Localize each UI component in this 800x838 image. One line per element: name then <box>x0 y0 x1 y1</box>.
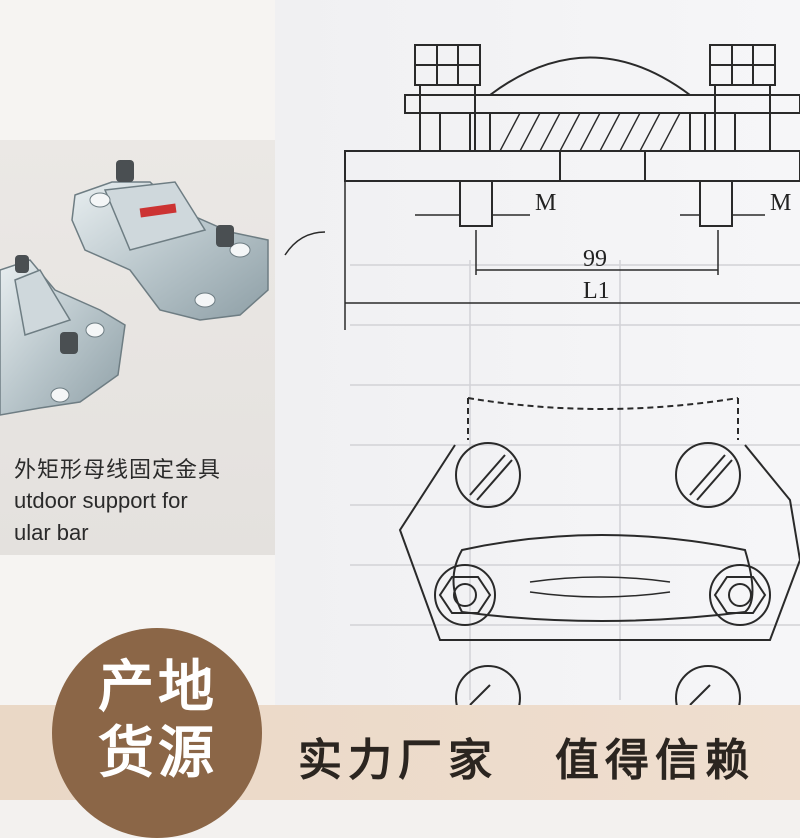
origin-badge-text: 产地货源 <box>98 655 218 786</box>
technical-drawing: M M 99 L1 <box>284 44 800 705</box>
product-photo <box>0 160 269 416</box>
label-m-left: M <box>535 190 556 216</box>
elevation-view <box>284 44 800 330</box>
caption-english-line1: utdoor support for <box>14 488 188 513</box>
dimension-99: 99 <box>583 246 607 272</box>
slogan-trust: 值得信赖 <box>555 735 755 786</box>
slogan-strength: 实力厂家 <box>298 735 498 786</box>
clamp-upper <box>71 160 269 321</box>
faint-table-lines <box>350 260 800 700</box>
plan-view <box>398 397 800 705</box>
label-m-right: M <box>770 190 791 216</box>
dimension-l1: L1 <box>583 278 610 304</box>
clamp-lower <box>0 255 126 416</box>
caption-chinese: 外矩形母线固定金具 <box>14 457 222 482</box>
caption-english-line2: ular bar <box>14 520 89 545</box>
